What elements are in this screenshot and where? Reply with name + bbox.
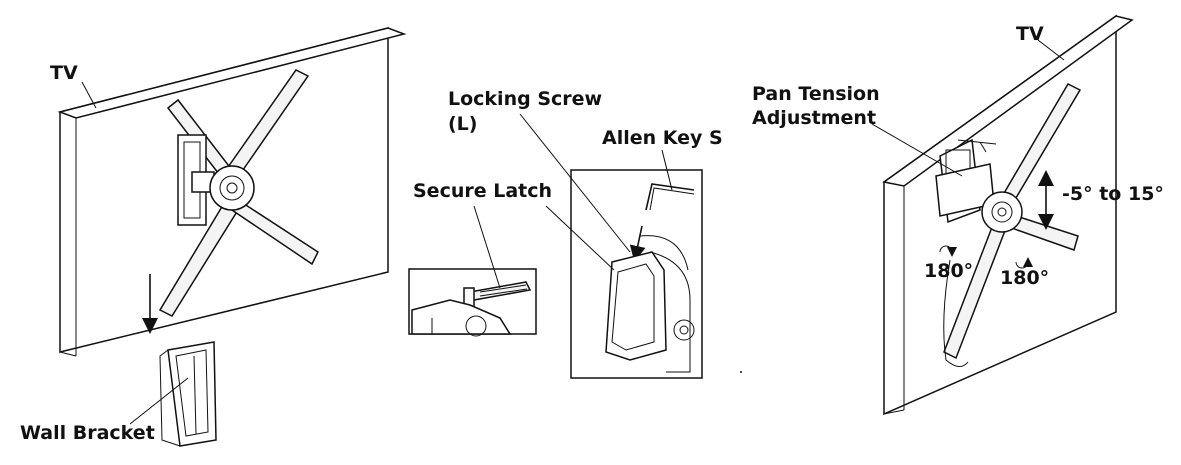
secure-latch-inset: Secure Latch	[408, 180, 552, 337]
swivel-right-icon	[1015, 257, 1033, 269]
swivel-left-label: 180°	[924, 260, 973, 282]
tilt-range-label: -5° to 15°	[1062, 183, 1164, 205]
left-tv-assembly: TV Wall Bracket	[20, 27, 407, 447]
locking-screw-label-line2: (L)	[448, 113, 477, 135]
allen-key-shape	[645, 183, 695, 211]
right-tv-assembly: TV Pan Tension Adjustment -5° to 15° 180…	[752, 14, 1164, 416]
right-tv-panel-side	[882, 15, 1134, 187]
allen-key-label: Allen Key S	[602, 127, 723, 149]
right-mount-plate	[935, 83, 1082, 367]
pan-tension-label-line2: Adjustment	[752, 107, 876, 129]
swivel-right-label: 180°	[1000, 267, 1049, 289]
left-tv-label: TV	[50, 62, 78, 84]
wall-bracket-part	[159, 341, 217, 447]
swivel-left-icon	[939, 245, 957, 257]
locking-screw-label-line1: Locking Screw	[448, 88, 602, 110]
left-mount-plate	[158, 69, 319, 317]
locking-screw-inset: Locking Screw (L) Allen Key S	[448, 88, 723, 379]
wall-bracket-label: Wall Bracket	[20, 422, 155, 444]
left-tv-panel-top	[57, 27, 407, 119]
secure-latch-label: Secure Latch	[413, 180, 552, 202]
right-tv-label: TV	[1016, 23, 1044, 45]
pan-tension-label-line1: Pan Tension	[752, 83, 880, 105]
